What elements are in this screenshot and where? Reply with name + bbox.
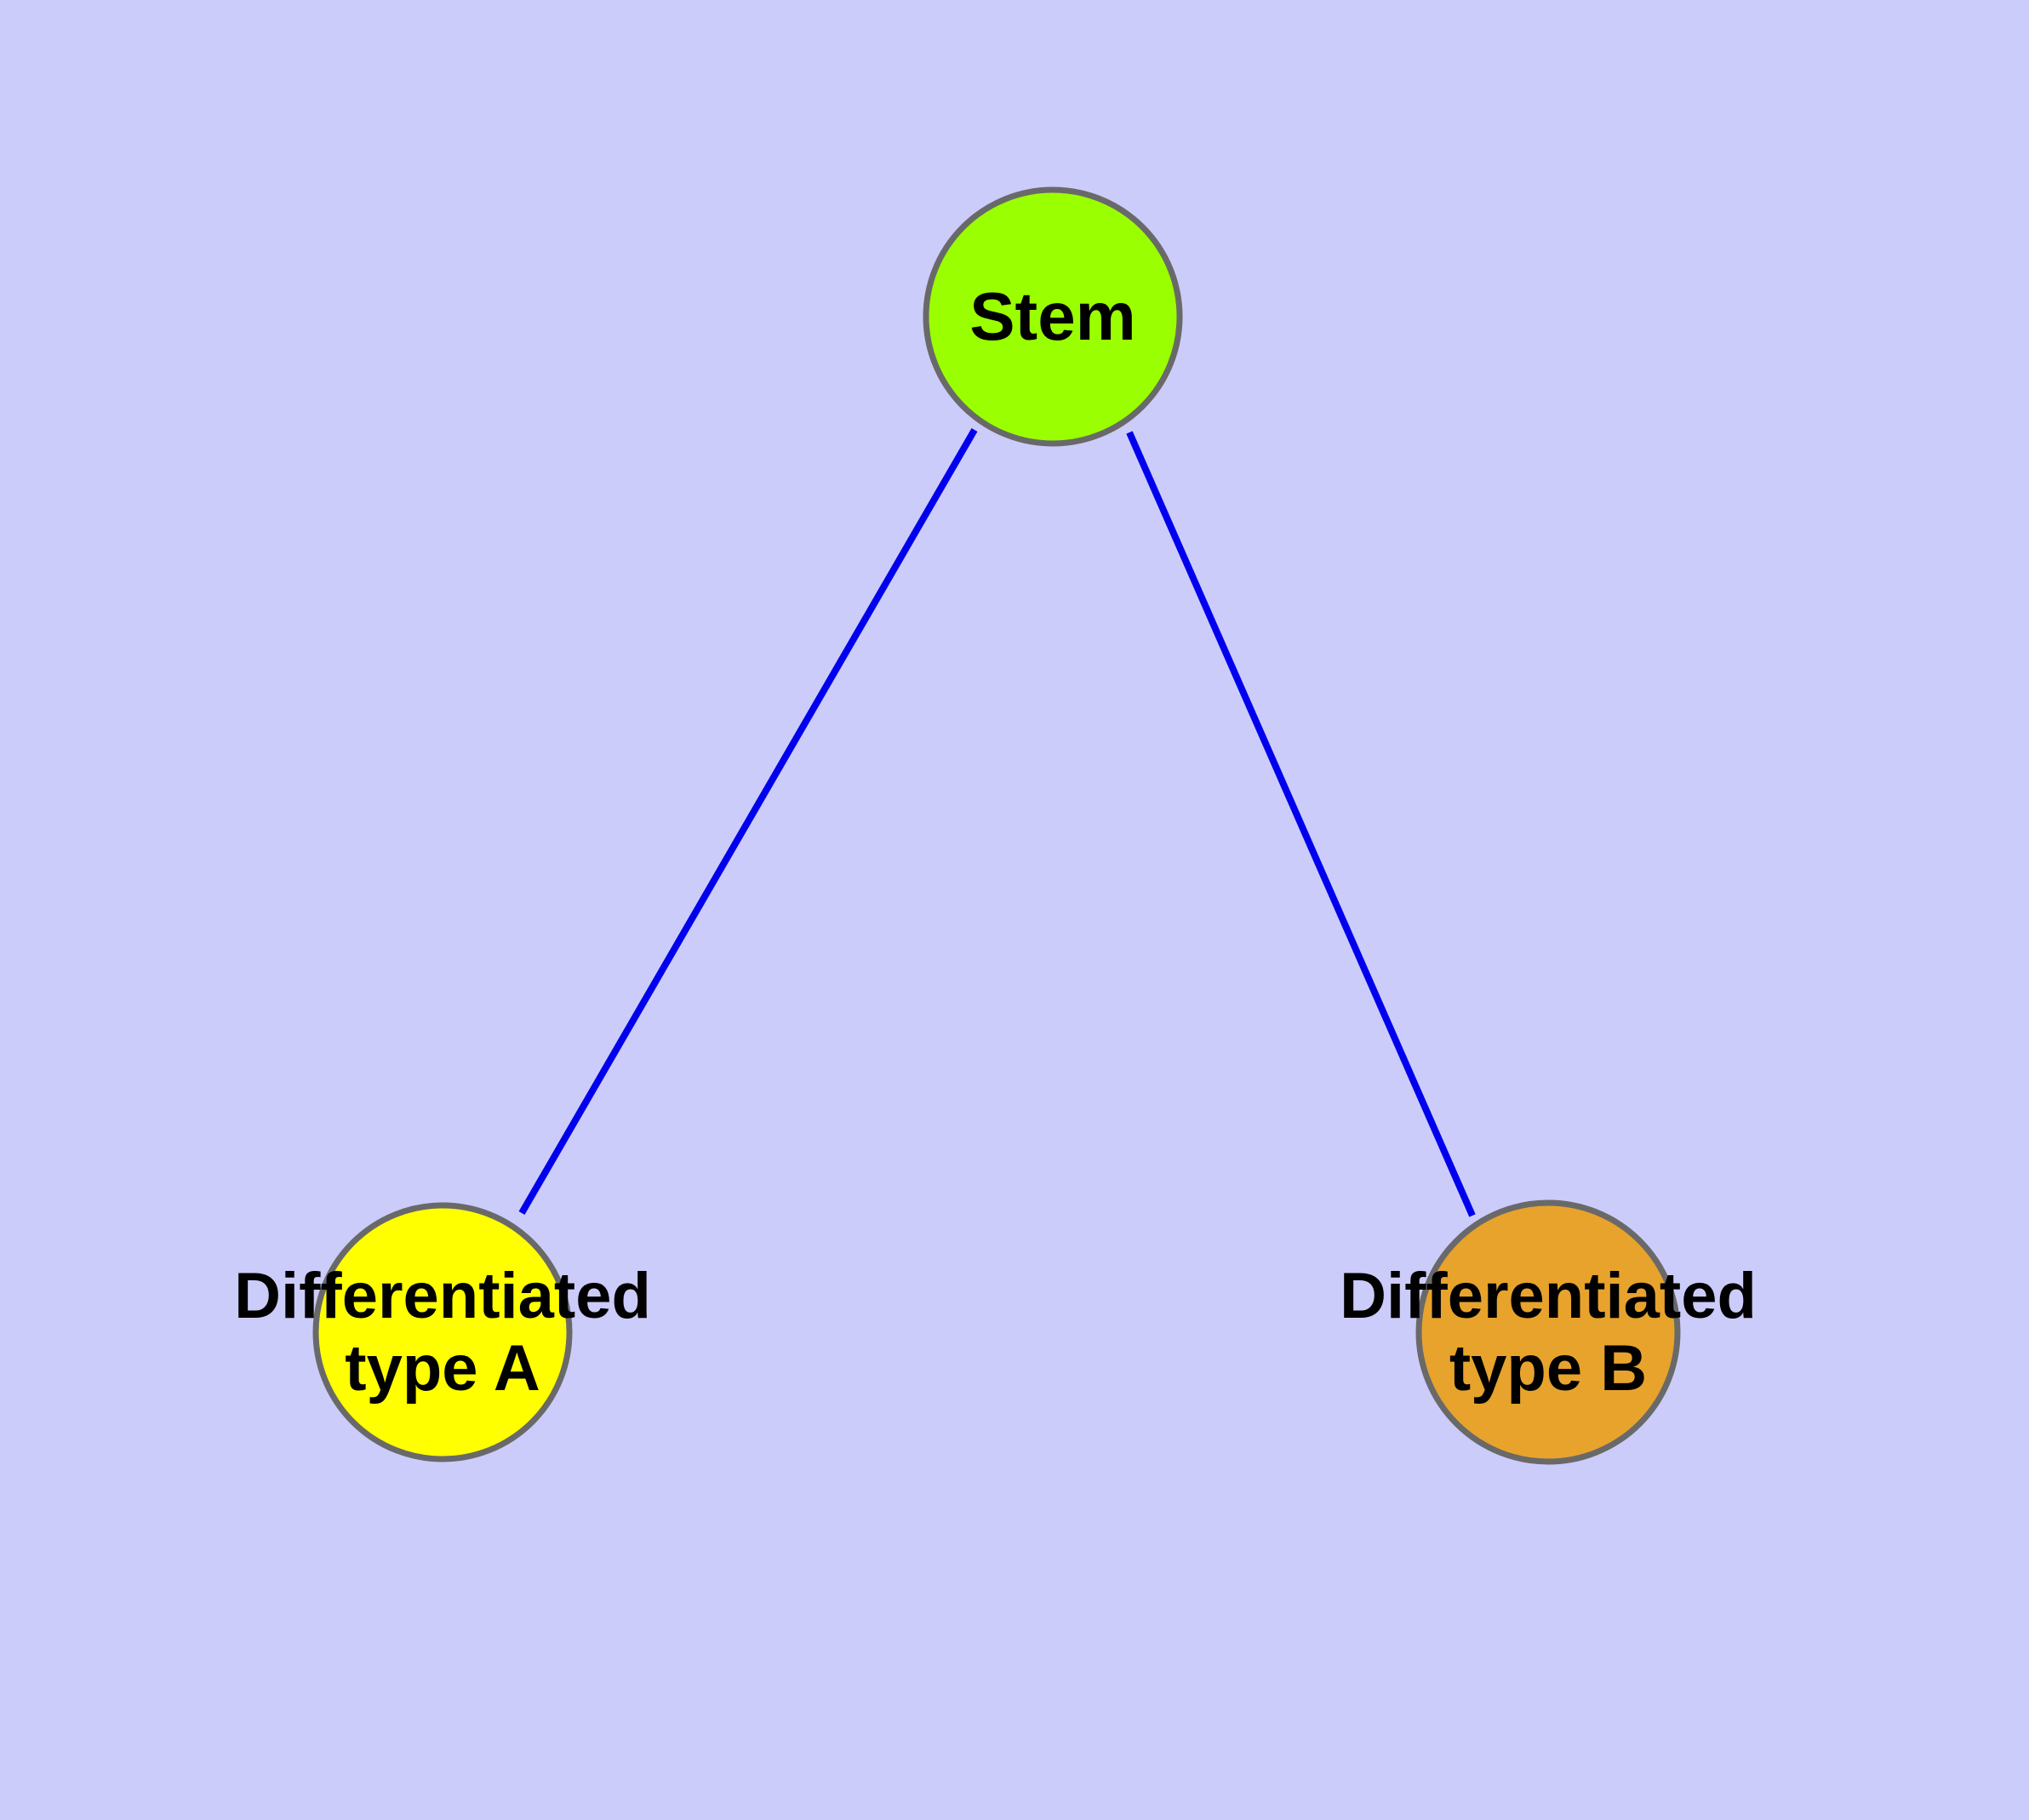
node-stem-circle[interactable] (923, 186, 1183, 447)
edges-layer (518, 427, 1476, 1217)
edge-stem-to-diff-b[interactable] (1126, 431, 1476, 1217)
nodes-layer (312, 186, 1681, 1465)
edge-stem-to-diff-a[interactable] (518, 427, 978, 1216)
node-diff-a-circle[interactable] (312, 1202, 573, 1462)
node-diff-b-circle[interactable] (1415, 1199, 1681, 1465)
